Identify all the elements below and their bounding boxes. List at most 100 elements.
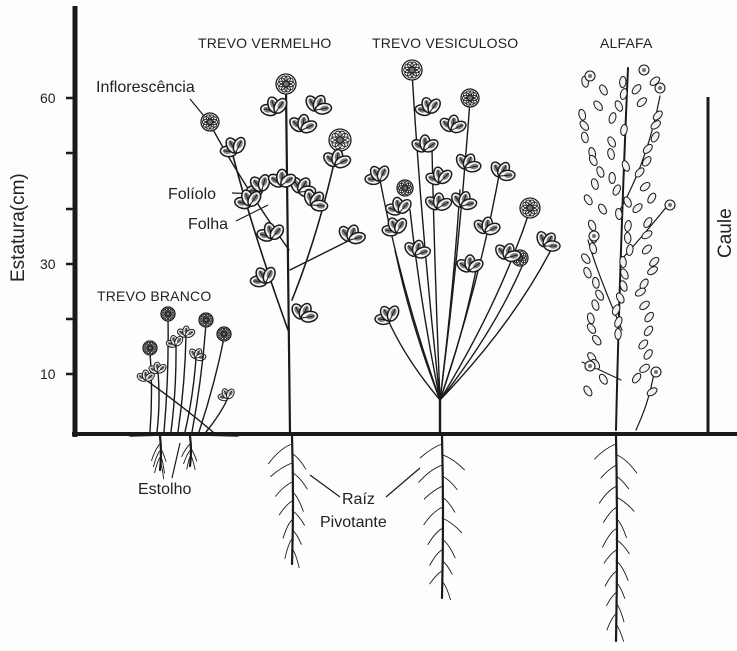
y-axis-title: Estatura(cm) [8, 173, 29, 282]
stem [603, 529, 616, 547]
stem [424, 507, 442, 524]
alfalfa-leaflet [643, 325, 655, 338]
alfalfa-leaflet [631, 202, 643, 214]
alfalfa-leaflet [624, 220, 632, 232]
alfalfa-leaflet [641, 229, 654, 240]
stem [604, 550, 616, 563]
alfalfa-leaflet [592, 277, 600, 289]
label-inflorescencia: Inflorescência [96, 79, 195, 96]
stem [199, 338, 224, 432]
stem [190, 436, 191, 466]
flower-center [527, 205, 533, 211]
alfalfa-leaflet [586, 322, 598, 335]
alfalfa-leaflet [624, 232, 631, 244]
alfalfa-leaflet [642, 143, 654, 155]
title-trevo-vermelho: TREVO VERMELHO [198, 35, 332, 51]
stem [286, 90, 290, 434]
tick-label-60: 60 [40, 90, 56, 106]
leader-inflorescencia [190, 99, 204, 116]
stem [279, 501, 292, 515]
alfalfa-leaflet [580, 131, 589, 143]
alfalfa-leaflet [634, 166, 646, 178]
alfalfa-flower-center [588, 74, 592, 78]
flower-head [397, 180, 413, 196]
stem [292, 454, 306, 470]
leaflet-shade [549, 243, 557, 248]
alfalfa-leaflet [591, 334, 603, 347]
alfalfa-flower-center [592, 234, 596, 238]
stem [292, 473, 307, 489]
alfalfa-leaflet [631, 372, 643, 385]
trifoliate-leaf [244, 261, 282, 294]
stem [410, 210, 440, 400]
stem [184, 450, 190, 463]
trifoliate-leaf [450, 148, 486, 178]
alfalfa-leaflet [582, 266, 592, 279]
stem [607, 593, 616, 606]
alfalfa-leaflet [652, 109, 664, 121]
stem [616, 497, 634, 511]
stem [276, 482, 292, 496]
stem [442, 455, 464, 470]
stem [616, 455, 637, 473]
flower-center [204, 318, 208, 322]
trifoliate-leaf [186, 345, 210, 365]
stem [292, 436, 293, 564]
alfalfa-leaflet [636, 96, 648, 108]
alfalfa-leaflet [588, 242, 597, 254]
alfalfa-leaflet [580, 252, 592, 265]
stem [424, 486, 442, 499]
alfalfa-leaflet [622, 196, 632, 209]
alfalfa-leaflet [649, 119, 662, 131]
alfalfa-leaflet [613, 316, 623, 329]
label-estolho: Estolho [138, 481, 191, 498]
flower-center [148, 346, 152, 350]
alfalfa-leaflet [607, 148, 616, 160]
alfalfa-leaflet [582, 385, 593, 398]
alfalfa-leaflet [583, 193, 594, 206]
alfalfa-leaflet [641, 155, 653, 168]
flower-head [276, 74, 296, 94]
trifoliate-leaf [485, 155, 521, 187]
stem [292, 145, 338, 300]
stem [268, 444, 292, 464]
flower-center [409, 67, 415, 73]
flower-center [403, 186, 408, 191]
alfalfa-leaflet [638, 363, 651, 375]
trifoliate-leaf [410, 135, 440, 154]
alfalfa-leaflet [615, 292, 626, 305]
label-pivotante: Pivotante [320, 514, 387, 531]
flower-center [467, 95, 472, 100]
label-raiz: Raíz [342, 491, 375, 508]
label-foliolo: Folíolo [168, 186, 216, 203]
flower-head [461, 89, 479, 107]
alfalfa-leaflet [611, 184, 622, 197]
stem [605, 571, 616, 586]
plant-drawings [130, 60, 675, 641]
stem [164, 318, 168, 432]
alfalfa-leaflet [592, 99, 604, 112]
flower-center [283, 81, 289, 87]
alfalfa-leaflet [630, 83, 642, 95]
alfalfa-leaflet [620, 124, 628, 136]
stem [290, 240, 350, 270]
alfalfa-leaflet [643, 311, 655, 324]
alfalfa-leaflet [594, 289, 605, 302]
stem [430, 571, 442, 584]
stem [607, 614, 616, 630]
stem [601, 465, 616, 478]
alfalfa-leaflet [598, 84, 609, 97]
alfalfa-flower-center [668, 203, 672, 207]
alfalfa-flower-center [654, 370, 658, 374]
alfalfa-leaflet [606, 136, 617, 149]
flower-head [329, 129, 351, 151]
stem [285, 539, 292, 558]
alfalfa-leaflet [646, 192, 657, 205]
trifoliate-leaf [422, 165, 455, 189]
stem [160, 436, 161, 470]
stem [616, 68, 628, 430]
stem [442, 476, 457, 490]
stem [440, 210, 530, 400]
